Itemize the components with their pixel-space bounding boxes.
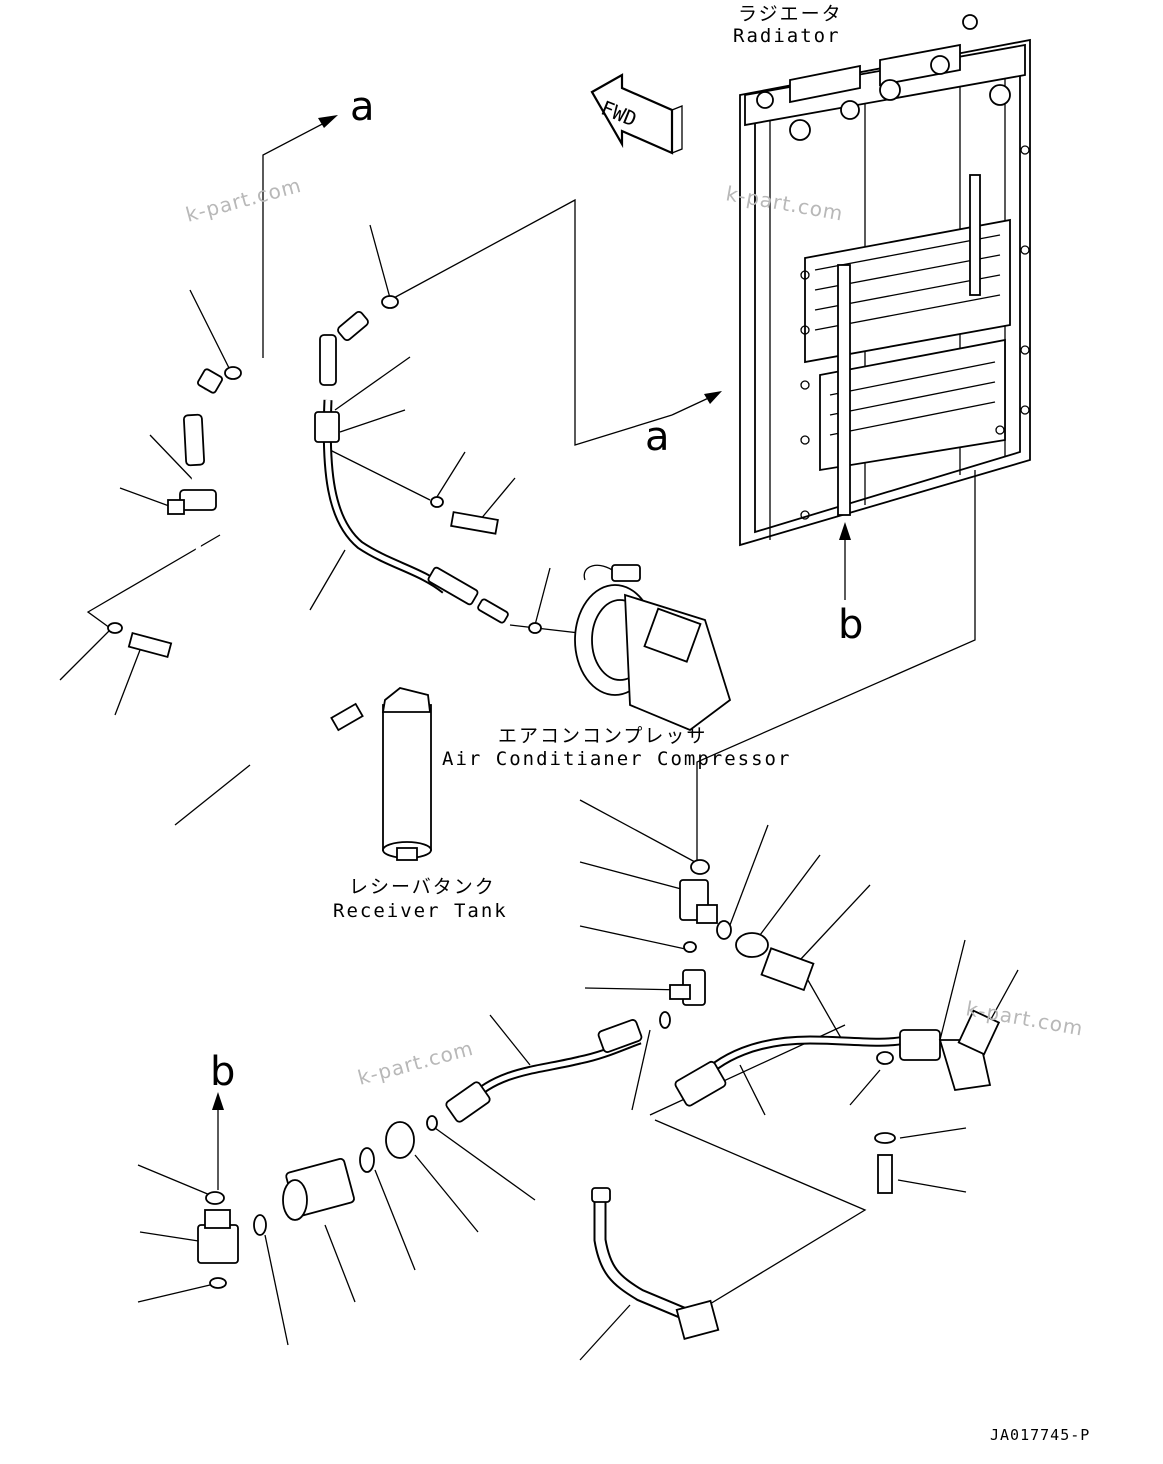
ref-a-top: a bbox=[350, 84, 375, 130]
ref-b-top: b bbox=[838, 602, 863, 648]
filter-assembly bbox=[197, 1115, 438, 1289]
compressor-label-jp: エアコンコンプレッサ bbox=[498, 725, 707, 747]
receiver-tank bbox=[330, 687, 432, 861]
hose-receiver-line bbox=[167, 368, 357, 778]
watermark: k-part.com bbox=[355, 1036, 476, 1090]
bolts-upper bbox=[127, 511, 499, 659]
radiator-label-jp: ラジエータ bbox=[738, 3, 843, 25]
radiator bbox=[739, 14, 1031, 547]
watermark: k-part.com bbox=[183, 173, 304, 227]
hose-compressor-line bbox=[314, 310, 509, 624]
fwd-arrow bbox=[590, 73, 683, 155]
fwd-label: FWD bbox=[598, 96, 640, 132]
drawing-code: JA017745-P bbox=[990, 1426, 1090, 1444]
compressor-label-en: Air Conditianer Compressor bbox=[442, 748, 791, 770]
radiator-label-en: Radiator bbox=[733, 25, 841, 47]
receiver-label-jp: レシーバタンク bbox=[349, 876, 496, 898]
o-rings-upper bbox=[107, 295, 542, 634]
receiver-label-en: Receiver Tank bbox=[333, 900, 508, 922]
hose-lower-middle bbox=[445, 1019, 643, 1123]
ref-b-bottom: b bbox=[210, 1049, 235, 1095]
ref-a-leader-top bbox=[262, 119, 331, 358]
ref-a-bottom: a bbox=[645, 414, 670, 460]
lower-fittings bbox=[659, 859, 815, 1029]
hose-lower-right bbox=[674, 1009, 1001, 1194]
air-conditioner-compressor bbox=[574, 564, 732, 732]
bent-pipe bbox=[591, 1187, 720, 1340]
